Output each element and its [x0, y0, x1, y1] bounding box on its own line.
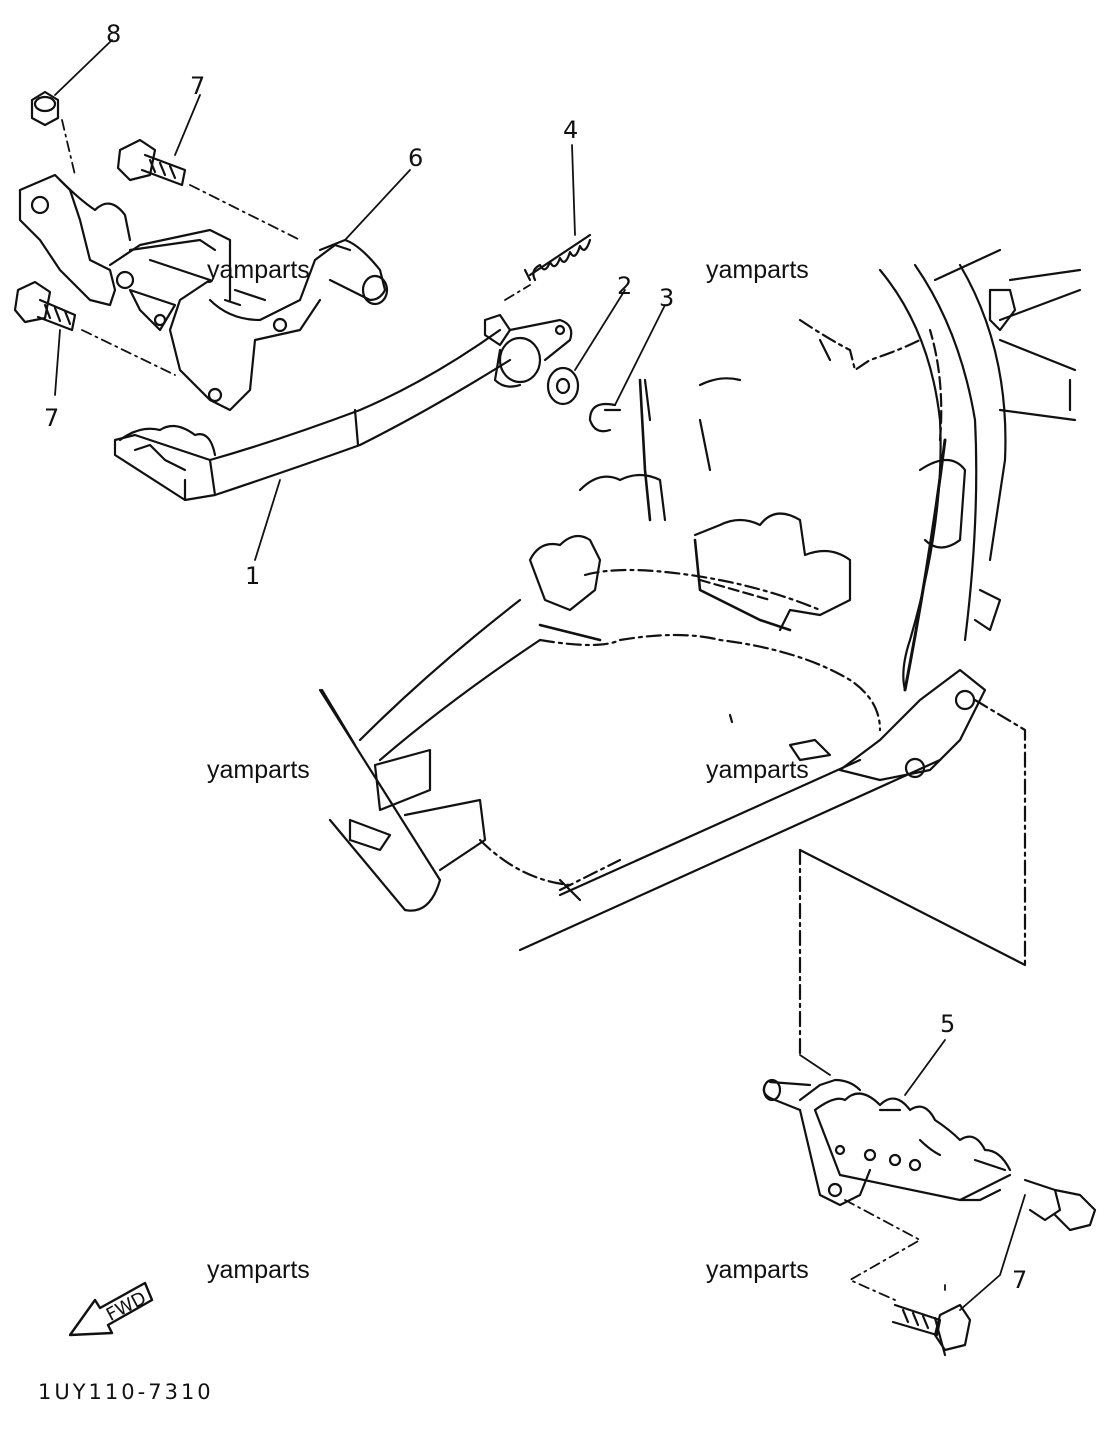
watermark-3: yamparts	[207, 756, 310, 784]
small-parts-drawing	[30, 90, 622, 433]
callout-2: 2	[617, 272, 633, 300]
callout-6: 6	[408, 144, 424, 172]
diagram-code: 1UY110-7310	[38, 1380, 214, 1404]
fwd-arrow-icon: FWD	[68, 1281, 154, 1337]
callout-5: 5	[940, 1010, 956, 1038]
callout-1: 1	[245, 562, 261, 590]
callout-4: 4	[563, 116, 579, 144]
watermark-2: yamparts	[706, 256, 809, 284]
callout-8: 8	[106, 20, 122, 48]
watermark-5: yamparts	[207, 1256, 310, 1284]
frame-drawing	[318, 248, 1082, 1057]
callout-3: 3	[659, 284, 675, 312]
callout-7-top: 7	[190, 72, 206, 100]
brake-pedal-drawing	[113, 313, 573, 502]
callout-7-left: 7	[44, 404, 60, 432]
leader-lines	[54, 39, 1026, 1311]
watermark-6: yamparts	[706, 1256, 809, 1284]
watermark-4: yamparts	[706, 756, 809, 784]
callout-7-right: 7	[1012, 1266, 1028, 1294]
bolt-drawings	[13, 138, 1097, 1357]
footrest-bracket-drawing	[18, 173, 389, 412]
footrest-drawing	[762, 1078, 1012, 1207]
watermark-1: yamparts	[207, 256, 310, 284]
